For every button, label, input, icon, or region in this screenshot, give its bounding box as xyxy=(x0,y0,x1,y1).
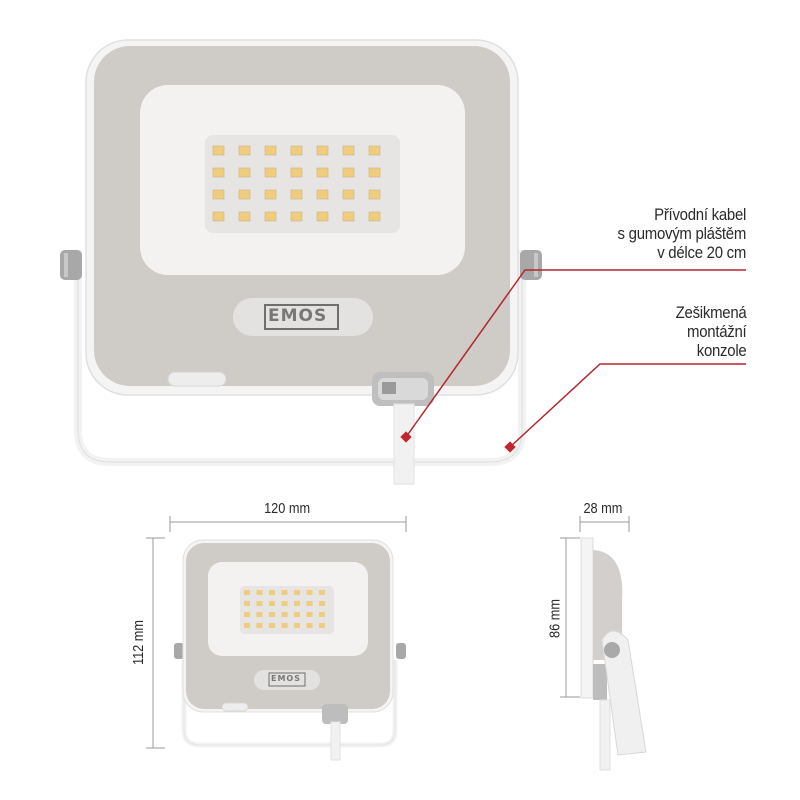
left-knob-icon xyxy=(60,250,82,280)
brand-logo-small: EMOS xyxy=(271,674,301,683)
callout-cable: Přívodní kabel s gumovým pláštěm v délce… xyxy=(617,205,746,262)
depth-dimension-label: 28 mm xyxy=(583,500,623,517)
brand-logo: EMOS xyxy=(268,306,328,326)
height-dimension-label: 112 mm xyxy=(130,619,148,666)
callout-bracket: Zešikmená montážní konzole xyxy=(675,303,746,360)
width-dimension-label: 120 mm xyxy=(264,500,311,517)
right-knob-icon xyxy=(520,250,542,280)
side-height-dimension-label: 86 mm xyxy=(546,599,564,638)
